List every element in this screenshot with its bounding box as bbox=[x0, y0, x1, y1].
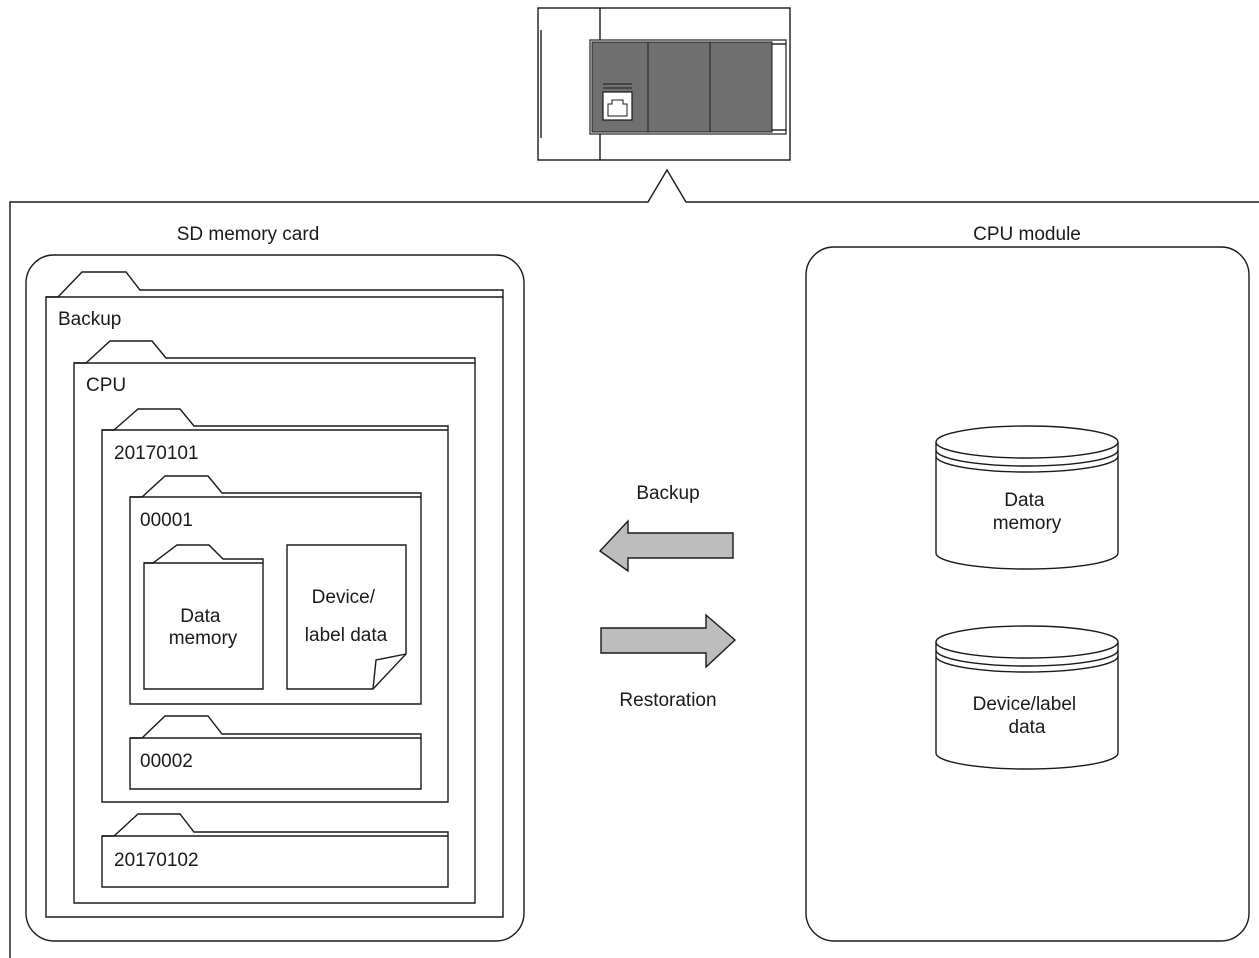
sub-folder-00002: 00002 bbox=[129, 715, 422, 790]
sd-card-title: SD memory card bbox=[177, 224, 320, 245]
restoration-arrow-icon bbox=[600, 613, 737, 669]
cpu-device-label-line1: Device/label bbox=[973, 694, 1077, 715]
cpu-data-memory-line1: Data bbox=[1004, 490, 1045, 511]
date-folder-20170102: 20170102 bbox=[101, 813, 449, 888]
data-memory-folder: Data memory bbox=[143, 544, 264, 690]
cpu-data-memory-line2: memory bbox=[993, 513, 1062, 534]
cpu-device-label-line2: data bbox=[1009, 717, 1046, 738]
data-memory-folder-line1: Data bbox=[180, 606, 221, 627]
backup-arrow-icon bbox=[598, 519, 734, 573]
ethernet-port-icon bbox=[602, 83, 633, 121]
cpu-folder-label: CPU bbox=[86, 375, 126, 396]
backup-folder-label: Backup bbox=[58, 309, 121, 330]
svg-text:Device/label data: Device/label data bbox=[973, 694, 1082, 738]
svg-text:Device/ label data: Device/ label data bbox=[305, 587, 388, 646]
data-memory-folder-line2: memory bbox=[169, 628, 238, 649]
backup-arrow-label: Backup bbox=[636, 483, 699, 504]
cpu-module-title: CPU module bbox=[973, 224, 1081, 245]
device-label-storage-icon: Device/label data bbox=[935, 625, 1119, 770]
date-folder-20170101-label: 20170101 bbox=[114, 443, 199, 464]
date-folder-20170101: 20170101 bbox=[101, 408, 449, 803]
restoration-arrow-label: Restoration bbox=[619, 690, 716, 711]
cpu-module-container bbox=[805, 246, 1250, 942]
svg-text:Data memory: Data memory bbox=[993, 490, 1062, 534]
sub-folder-00001-label: 00001 bbox=[140, 510, 193, 531]
device-label-file-line2: label data bbox=[305, 625, 388, 646]
sub-folder-00001: 00001 bbox=[129, 475, 422, 705]
date-folder-20170102-label: 20170102 bbox=[114, 850, 199, 871]
data-memory-storage-icon: Data memory bbox=[935, 425, 1119, 570]
sd-card-container bbox=[25, 254, 525, 942]
callout-frame bbox=[9, 168, 1259, 958]
svg-text:Data memory: Data memory bbox=[169, 606, 238, 649]
sub-folder-00002-label: 00002 bbox=[140, 751, 193, 772]
cpu-folder: CPU bbox=[73, 340, 476, 904]
device-label-file-line1: Device/ bbox=[312, 587, 376, 608]
backup-folder: Backup bbox=[45, 271, 504, 918]
plc-device-illustration bbox=[537, 7, 791, 161]
device-label-data-file-icon: Device/ label data bbox=[286, 544, 407, 690]
